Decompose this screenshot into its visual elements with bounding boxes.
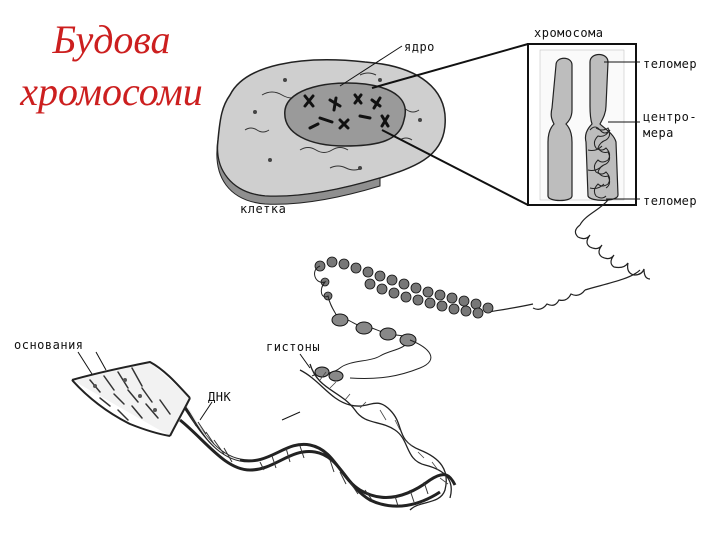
coiled-chromatin <box>587 126 611 199</box>
zoom-lines <box>371 43 529 206</box>
dna-ladder <box>71 360 191 437</box>
label-leaders <box>77 351 311 421</box>
nucleus-leader <box>339 45 403 87</box>
nucleosome-coil <box>314 256 494 319</box>
label-bases: основания <box>14 338 84 352</box>
label-dna: ДНК <box>208 390 232 404</box>
dna-helix-main <box>178 399 457 508</box>
label-telomere-top: теломер <box>643 57 698 71</box>
chromatin-fiber <box>487 199 651 313</box>
cell-illustration <box>216 59 446 205</box>
label-centromere-2: мера <box>643 126 674 140</box>
label-chromosome: хромосома <box>534 26 604 40</box>
label-histones: гистоны <box>266 340 321 354</box>
nucleosomes-on-string <box>311 313 432 382</box>
title-line-2: хромосоми <box>20 69 203 114</box>
nucleus-chromosomes <box>303 93 390 130</box>
label-cell: клетка <box>240 202 287 216</box>
label-centromere-1: центро- <box>643 110 698 124</box>
dna-helix-long <box>299 363 452 511</box>
title-line-1: Будова <box>52 17 171 62</box>
slide-title: Будова хромосоми <box>4 14 219 118</box>
chromosome-box <box>527 43 640 206</box>
label-telomere-bottom: теломер <box>643 194 698 208</box>
label-nucleus: ядро <box>404 40 435 54</box>
